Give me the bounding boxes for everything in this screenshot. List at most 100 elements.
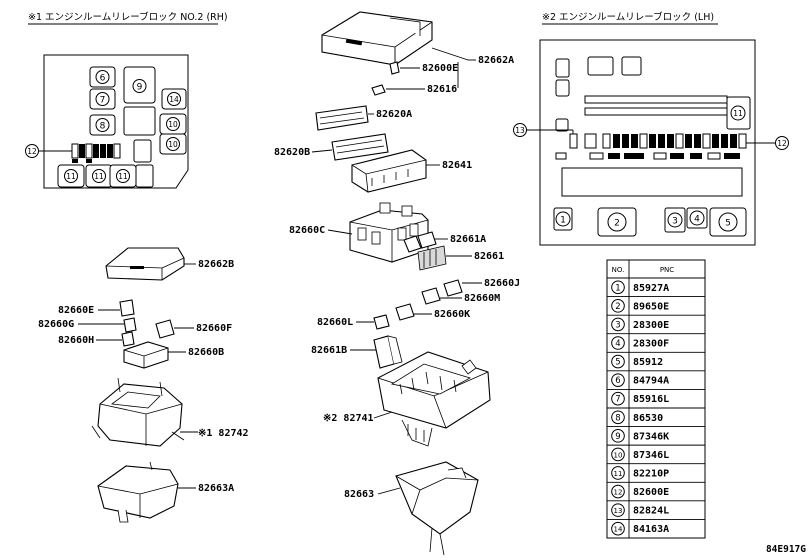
part-label-82660l: 82660L [317,317,353,328]
relay-82660f [155,319,175,339]
relay-block-82660c [349,202,429,263]
rh-block-numbers: 6 9 7 14 8 10 10 11 11 11 12 [25,70,181,183]
relay-block-housing-82742 [91,377,185,447]
row-pnc: 87346K [633,431,669,442]
row-pnc: 85912 [633,357,663,368]
lh-number-2: 2 [614,219,620,229]
relay-82661a [403,231,437,253]
table-row: 3 28300E [607,314,705,332]
relay-82660l [373,314,390,330]
rh-number-11b: 11 [94,172,104,181]
rh-number-6: 6 [100,74,106,84]
relay-82660b [123,341,169,369]
rh-callout-12: 12 [27,147,37,156]
row-pnc: 28300F [633,338,669,349]
lh-number-1: 1 [560,216,566,226]
rh-number-8: 8 [100,122,106,132]
row-number: 10 [614,451,623,459]
row-number-circle [611,503,625,517]
relay-block-82641 [351,149,427,193]
lh-callout-12: 12 [777,139,787,148]
relay-82660g [123,317,137,333]
row-pnc: 82824L [633,506,669,517]
row-pnc: 82600E [633,487,669,498]
part-label-82660g: 82660G [38,319,74,330]
row-number-circle [611,299,625,313]
rh-number-14: 14 [169,95,179,104]
row-number: 7 [615,395,620,405]
table-header-no: NO. [612,266,625,274]
relay-82660e [119,299,135,317]
part-label-82616: 82616 [427,84,457,95]
lh-number-4: 4 [694,215,700,225]
row-number-circle [611,521,625,536]
row-pnc: 85916L [633,394,669,405]
table-row: 10 87346L [607,444,705,462]
relay-block-cover-82662b [105,247,185,281]
row-pnc: 85927A [633,283,669,294]
rh-number-11c: 11 [118,172,128,181]
row-number-circle [611,336,625,350]
lh-callout-13: 13 [515,126,525,135]
part-label-82641: 82641 [442,160,472,171]
row-number-circle [611,466,625,480]
fuse-holder-82620a [315,105,369,131]
part-label-82660f: 82660F [196,323,232,334]
fuse-82600e [389,61,400,75]
relay-block-cover-82662a [321,11,433,66]
row-number: 8 [615,413,620,423]
part-label-82600e: 82600E [422,63,458,74]
row-number-circle [611,429,625,443]
relay-block-housing-82741 [377,351,491,447]
rh-block-heading: ※1 エンジンルームリレーブロック NO.2 (RH) [28,11,228,23]
row-number-circle [611,317,625,332]
part-label-82661b: 82661B [311,345,347,356]
part-label-82662a: 82662A [478,55,514,66]
part-label-82661a: 82661A [450,234,486,245]
lh-number-11: 11 [733,109,743,118]
part-label-82660b: 82660B [188,347,224,358]
rh-number-10a: 10 [168,120,178,129]
part-label-82742: ※1 82742 [198,428,249,439]
relay-82660k [395,303,415,321]
row-number-circle [611,484,625,499]
rh-slot-end [135,164,154,188]
row-number: 6 [615,376,620,386]
lower-cover-82663a [97,461,179,523]
relay-82661b [373,335,403,369]
row-number: 4 [615,339,620,349]
part-label-82662b: 82662B [198,259,234,270]
row-number: 1 [615,283,620,293]
row-number-circle [611,447,625,462]
row-pnc: 82210P [633,468,669,479]
part-label-82660j: 82660J [484,278,520,289]
row-number-circle [611,280,625,295]
row-number-circle [611,373,625,387]
row-number: 14 [614,526,623,534]
table-row: 4 28300F [607,333,705,350]
table-row: 7 85916L [607,388,705,406]
fuse-holder-82620b [331,133,389,161]
row-number-circle [611,410,625,425]
table-header-pnc: PNC [660,266,674,274]
row-pnc: 28300E [633,320,669,331]
part-label-82660c: 82660C [289,225,325,236]
row-pnc: 87346L [633,450,669,461]
relay-82660m [421,287,441,305]
part-label-82620a: 82620A [376,109,412,120]
rh-number-7: 7 [100,96,106,106]
row-number: 11 [614,470,623,478]
rh-number-10b: 10 [168,140,178,149]
row-number: 3 [615,320,620,330]
